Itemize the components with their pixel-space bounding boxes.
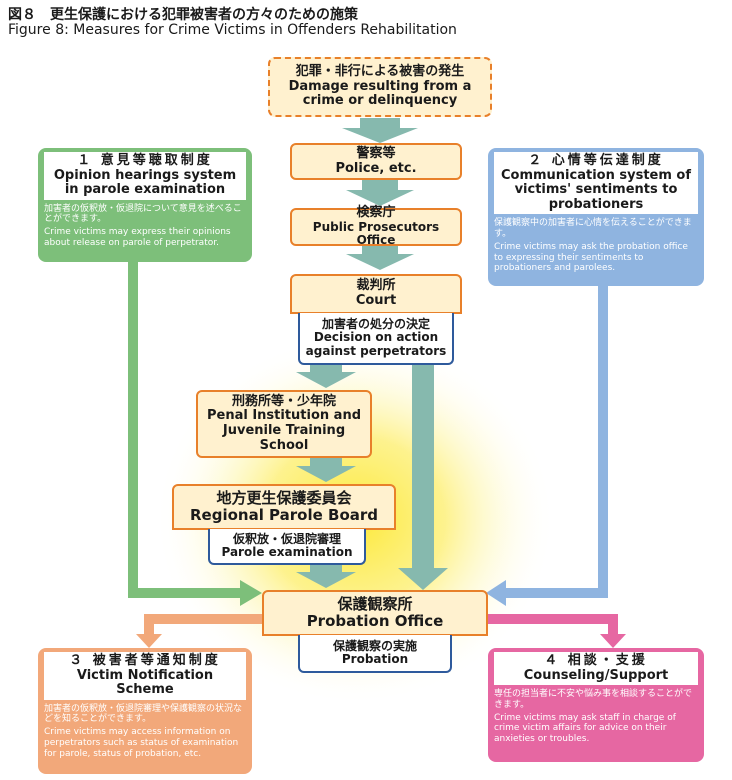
probation-label-en: Probation — [341, 652, 409, 666]
measure-2-heading-en: Communication system of victims' sentime… — [500, 167, 692, 212]
court-label-jp: 裁判所 — [356, 278, 396, 294]
measure-3-desc-en: Crime victims may access information on … — [44, 727, 239, 759]
court-box: 裁判所 Court — [290, 274, 462, 314]
measure-4-heading-jp: ４ 相談・支援 — [544, 653, 648, 668]
arrow-damage-police — [342, 118, 418, 143]
decision-label-en: Decision on action against perpetrators — [305, 330, 447, 358]
parole-board-box: 地方更生保護委員会 Regional Parole Board — [172, 484, 396, 530]
measure-3-panel: ３ 被害者等通知制度 Victim Notification Scheme 加害… — [38, 648, 252, 774]
prosecutors-box: 検察庁 Public Prosecutors Office — [290, 205, 462, 248]
measure-1-heading-jp: １ 意見等聴取制度 — [77, 153, 213, 168]
arrow-penal-board — [296, 458, 356, 482]
measure-1-desc-jp: 加害者の仮釈放・仮退院について意見を述べることができます。 — [44, 203, 242, 225]
connector-measure-4 — [486, 614, 626, 648]
decision-label-jp: 加害者の処分の決定 — [321, 316, 430, 331]
title-english: Figure 8: Measures for Crime Victims in … — [8, 22, 457, 38]
parole-exam-box: 仮釈放・仮退院審理 Parole examination — [208, 529, 366, 565]
probation-office-label-en: Probation Office — [306, 612, 444, 630]
measure-3-heading-jp: ３ 被害者等通知制度 — [69, 653, 221, 668]
title-japanese: 図８ 更生保護における犯罪被害者の方々のための施策 — [8, 7, 358, 23]
measure-4-heading-en: Counseling/Support — [523, 667, 669, 683]
damage-label-en: Damage resulting from a crime or delinqu… — [288, 78, 472, 109]
decision-box: 加害者の処分の決定 Decision on action against per… — [298, 313, 454, 365]
court-label-en: Court — [355, 293, 397, 308]
penal-label-en: Penal Institution and Juvenile Training … — [206, 408, 362, 453]
prosecutors-label-en: Public Prosecutors Office — [312, 219, 440, 248]
measure-3-heading: ３ 被害者等通知制度 Victim Notification Scheme — [44, 652, 246, 700]
measure-2-heading-jp: ２ 心情等伝達制度 — [528, 153, 664, 168]
probation-office-box: 保護観察所 Probation Office — [262, 590, 488, 636]
police-label-en: Police, etc. — [335, 160, 417, 176]
connector-measure-3 — [136, 614, 264, 648]
measure-2-heading: ２ 心情等伝達制度 Communication system of victim… — [494, 152, 698, 215]
penal-institution-box: 刑務所等・少年院 Penal Institution and Juvenile … — [196, 390, 372, 458]
measure-1-heading-en: Opinion hearings system in parole examin… — [53, 167, 237, 198]
measure-1-panel: １ 意見等聴取制度 Opinion hearings system in par… — [38, 148, 252, 262]
measure-2-panel: ２ 心情等伝達制度 Communication system of victim… — [488, 148, 704, 286]
police-label-jp: 警察等 — [356, 145, 396, 161]
measure-3-heading-en: Victim Notification Scheme — [76, 667, 214, 698]
measure-2-desc-en: Crime victims may ask the probation offi… — [494, 241, 688, 274]
damage-label-jp: 犯罪・非行による被害の発生 — [295, 64, 465, 80]
measure-3-desc-jp: 加害者の仮釈放・仮退院審理や保護観察の状況などを知ることができます。 — [44, 703, 243, 725]
prosecutors-label-jp: 検察庁 — [356, 205, 396, 221]
parole-exam-label-jp: 仮釈放・仮退院審理 — [232, 531, 341, 546]
parole-board-label-en: Regional Parole Board — [189, 506, 379, 524]
measure-1-desc-en: Crime victims may express their opinions… — [44, 227, 231, 249]
probation-box: 保護観察の実施 Probation — [298, 635, 452, 673]
arrow-decision-penal — [296, 364, 356, 388]
parole-board-label-jp: 地方更生保護委員会 — [216, 489, 352, 508]
connector-measure-2 — [486, 286, 608, 606]
measure-4-panel: ４ 相談・支援 Counseling/Support 専任の担当者に不安や悩み事… — [488, 648, 704, 762]
measure-4-desc-jp: 専任の担当者に不安や悩み事を相談することができます。 — [494, 689, 693, 710]
parole-exam-label-en: Parole examination — [221, 545, 353, 559]
probation-office-label-jp: 保護観察所 — [337, 595, 413, 614]
measure-2-desc-jp: 保護観察中の加害者に心情を伝えることができます。 — [494, 218, 692, 239]
flow-arrows — [296, 118, 448, 590]
arrow-prosecutors-court — [346, 246, 414, 270]
probation-label-jp: 保護観察の実施 — [332, 638, 417, 653]
police-box: 警察等 Police, etc. — [290, 143, 462, 180]
arrow-decision-office — [398, 364, 448, 590]
damage-box: 犯罪・非行による被害の発生 Damage resulting from a cr… — [268, 57, 492, 117]
measure-1-heading: １ 意見等聴取制度 Opinion hearings system in par… — [44, 152, 246, 200]
measure-4-desc-en: Crime victims may ask staff in charge of… — [494, 712, 676, 745]
arrow-police-prosecutors — [346, 180, 414, 206]
measure-4-heading: ４ 相談・支援 Counseling/Support — [494, 652, 698, 686]
connector-measure-1 — [128, 262, 262, 606]
arrow-exam-office — [296, 564, 356, 588]
penal-label-jp: 刑務所等・少年院 — [231, 393, 336, 409]
